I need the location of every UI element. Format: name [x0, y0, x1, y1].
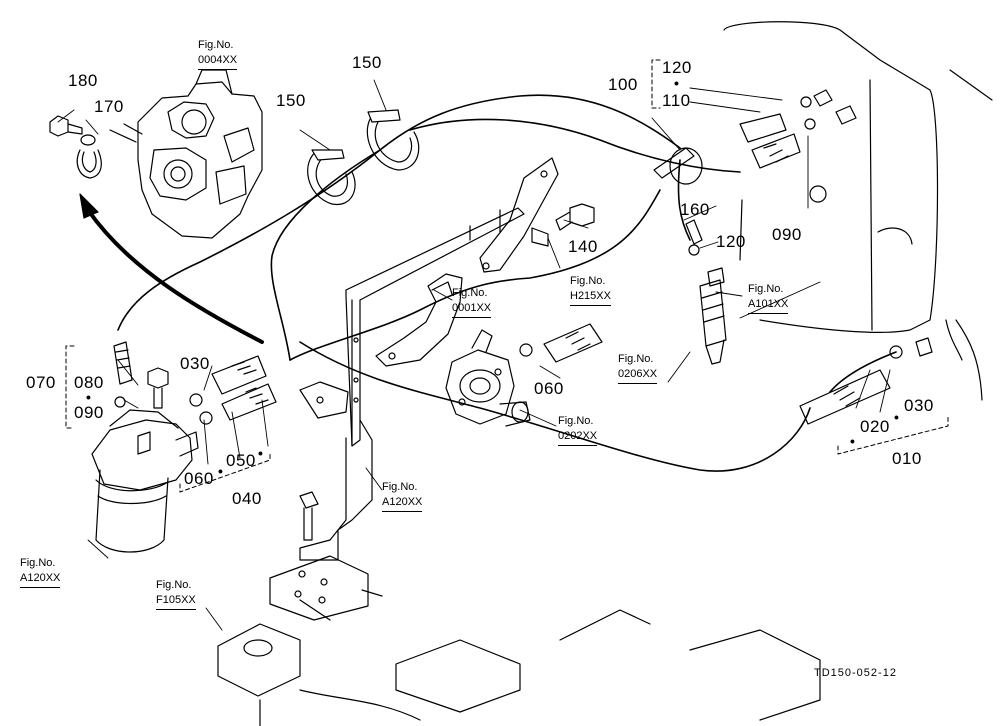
fig-ref-0001[interactable]: Fig.No. 0001XX [452, 286, 492, 318]
callout-120-top: 120 [662, 58, 692, 77]
fuel-hose-100 [739, 113, 801, 169]
callout-020: 020 [860, 417, 890, 436]
bracket-dot: • [894, 409, 899, 425]
callout-170: 170 [94, 97, 124, 116]
fig-ref-0004[interactable]: Fig.No. 0004XX [198, 38, 238, 70]
frame-f105 [217, 491, 821, 726]
fuel-hose-010 [799, 369, 891, 425]
fig-ref-number: 0206XX [618, 367, 658, 384]
bracket-dot: • [86, 389, 91, 405]
fig-ref-label: Fig.No. [382, 481, 418, 493]
fig-ref-label: Fig.No. [618, 353, 654, 365]
engine-block-illustration [109, 69, 263, 239]
fuel-filter [91, 409, 199, 553]
engine-side-cover [723, 21, 993, 401]
bolt-140 [555, 203, 595, 231]
pipe-clamp-150-left [307, 149, 356, 206]
filter-bolt [147, 367, 169, 409]
fuel-feed-pump [445, 329, 531, 427]
fig-ref-h215[interactable]: Fig.No. H215XX [570, 274, 611, 306]
fig-ref-a101[interactable]: Fig.No. A101XX [748, 282, 789, 314]
callout-040: 040 [232, 489, 262, 508]
callout-070: 070 [26, 373, 56, 392]
overflow-pipe-070 [113, 341, 133, 385]
direction-arrow [79, 193, 264, 344]
callout-080: 080 [74, 373, 104, 392]
callout-090-right: 090 [772, 225, 802, 244]
fig-ref-number: 0004XX [198, 53, 238, 70]
callout-150-right: 150 [352, 53, 382, 72]
callout-140: 140 [568, 237, 598, 256]
fig-ref-label: Fig.No. [20, 557, 56, 569]
callout-180: 180 [68, 71, 98, 90]
fig-ref-0202[interactable]: Fig.No. 0202XX [558, 414, 598, 446]
callout-010: 010 [892, 449, 922, 468]
fig-ref-number: A120XX [20, 571, 61, 588]
bracket-0001 [375, 273, 463, 367]
bracket-dot: • [258, 445, 263, 461]
fig-ref-number: H215XX [570, 289, 611, 306]
drawing-code: TD150-052-12 [814, 667, 897, 679]
callout-brackets [65, 59, 949, 493]
callout-060-left: 060 [184, 469, 214, 488]
callout-120-mid: 120 [716, 232, 746, 251]
callout-100: 100 [608, 75, 638, 94]
callout-030-right: 030 [904, 396, 934, 415]
fig-ref-label: Fig.No. [198, 39, 234, 51]
callout-060-right: 060 [534, 379, 564, 398]
injection-nozzle [685, 219, 727, 365]
hose-clip-170 [76, 134, 102, 179]
callout-160: 160 [680, 200, 710, 219]
fuel-hose-pump-inlet [543, 323, 603, 363]
callout-150-left: 150 [276, 91, 306, 110]
fig-ref-label: Fig.No. [748, 283, 784, 295]
fig-ref-number: A120XX [382, 495, 423, 512]
callout-050: 050 [226, 451, 256, 470]
pipe-clamp-160 [653, 147, 703, 185]
fig-ref-0206[interactable]: Fig.No. 0206XX [618, 352, 658, 384]
fig-ref-label: Fig.No. [156, 579, 192, 591]
fig-ref-a120-filter[interactable]: Fig.No. A120XX [20, 556, 61, 588]
callout-090-left: 090 [74, 403, 104, 422]
fig-ref-number: A101XX [748, 297, 789, 314]
fuel-hose-040-group [211, 355, 277, 421]
fig-ref-number: 0202XX [558, 429, 598, 446]
bolt-180 [49, 115, 83, 137]
fig-ref-f105[interactable]: Fig.No. F105XX [156, 578, 196, 610]
fig-ref-label: Fig.No. [558, 415, 594, 427]
callout-110: 110 [662, 91, 691, 110]
bracket-dot: • [850, 433, 855, 449]
stop-lever [479, 157, 559, 273]
pipe-clamp-150-right [366, 109, 420, 171]
callout-030-left: 030 [180, 354, 210, 373]
bracket-dot: • [218, 463, 223, 479]
fig-ref-label: Fig.No. [570, 275, 606, 287]
fig-ref-number: F105XX [156, 593, 196, 610]
hose-clips [114, 89, 933, 425]
bracket-dot: • [674, 75, 679, 91]
leader-lines [57, 79, 891, 631]
fig-ref-a120-bracket[interactable]: Fig.No. A120XX [382, 480, 423, 512]
fig-ref-number: 0001XX [452, 301, 492, 318]
fig-ref-label: Fig.No. [452, 287, 488, 299]
